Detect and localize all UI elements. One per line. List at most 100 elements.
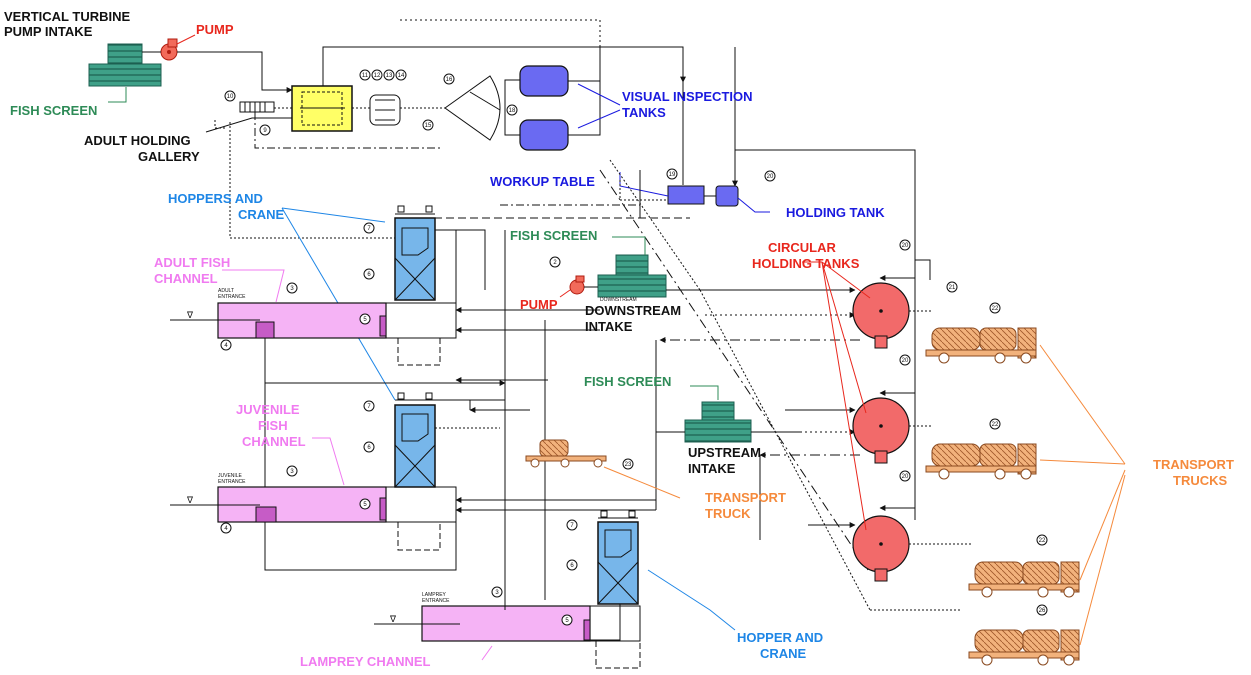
juvenile-hopper bbox=[394, 392, 436, 488]
callout-16: 16 bbox=[446, 77, 453, 83]
callout-20-holding: 20 bbox=[767, 174, 774, 180]
callout-22c: 22 bbox=[1039, 538, 1046, 544]
transport-trucks-label-1: TRANSPORT bbox=[1153, 457, 1234, 472]
callout-18: 18 bbox=[509, 108, 516, 114]
callout-6a: 6 bbox=[367, 272, 371, 278]
callout-numbers: 11 12 13 14 10 9 15 16 18 19 20 7 6 3 5 … bbox=[224, 73, 1046, 624]
callout-20a: 20 bbox=[902, 243, 909, 249]
callout-21: 21 bbox=[949, 285, 956, 291]
callout-7a: 7 bbox=[367, 226, 371, 232]
gallery-leader bbox=[205, 117, 292, 133]
up-fish-screen-label: FISH SCREEN bbox=[584, 374, 672, 389]
juvenile-channel-label-1: JUVENILE bbox=[236, 402, 300, 417]
hopper-crane-label-1: HOPPER AND bbox=[737, 630, 824, 645]
transport-truck-4 bbox=[968, 629, 1080, 666]
callout-5a: 5 bbox=[363, 317, 367, 323]
fish-screen-leader bbox=[108, 87, 127, 103]
top-pump-icon bbox=[160, 38, 178, 61]
callout-12: 12 bbox=[374, 73, 381, 79]
transport-truck-2 bbox=[925, 443, 1037, 480]
lamprey-entrance-2: ENTRANCE bbox=[422, 598, 450, 604]
svg-text:∇: ∇ bbox=[186, 495, 194, 505]
callout-3c: 3 bbox=[495, 590, 499, 596]
adult-channel-label-2: CHANNEL bbox=[154, 271, 218, 286]
visual-inspection-tank-1 bbox=[519, 65, 569, 97]
callout-19: 19 bbox=[669, 172, 676, 178]
hopper-crane-label-2: CRANE bbox=[760, 646, 807, 661]
holding-tank-small bbox=[715, 185, 739, 207]
upstream-label-1: UPSTREAM bbox=[688, 445, 761, 460]
callout-20c: 20 bbox=[902, 474, 909, 480]
circular-tank-2 bbox=[852, 397, 910, 464]
vt-fish-screen bbox=[88, 43, 162, 87]
callout-15: 15 bbox=[425, 123, 432, 129]
lamprey-entrance-1: LAMPREY bbox=[422, 592, 447, 598]
juvenile-entrance-1: JUVENILE bbox=[218, 473, 243, 479]
mid-pump-icon bbox=[569, 275, 585, 295]
callout-3a: 3 bbox=[290, 286, 294, 292]
callout-4b: 4 bbox=[224, 526, 228, 532]
svg-text:∇: ∇ bbox=[186, 310, 194, 320]
callout-13: 13 bbox=[386, 73, 393, 79]
callout-26: 26 bbox=[1039, 608, 1046, 614]
sorter-wedge bbox=[444, 75, 501, 141]
circular-tanks-label-1: CIRCULAR bbox=[768, 240, 836, 255]
holding-tank-label: HOLDING TANK bbox=[786, 205, 885, 220]
adult-fish-channel bbox=[217, 302, 387, 339]
callout-5c: 5 bbox=[565, 618, 569, 624]
callout-2: 2 bbox=[553, 260, 557, 266]
downstream-label-1: DOWNSTREAM bbox=[585, 303, 682, 318]
hoppers-crane-label-2: CRANE bbox=[238, 207, 285, 222]
downstream-small: DOWNSTREAM bbox=[600, 297, 637, 303]
callout-3b: 3 bbox=[290, 469, 294, 475]
transport-trucks-label-2: TRUCKS bbox=[1173, 473, 1228, 488]
callout-20b: 20 bbox=[902, 358, 909, 364]
svg-text:∇: ∇ bbox=[389, 614, 397, 624]
visual-inspection-tank-2 bbox=[519, 119, 569, 151]
juvenile-channel-label-2: FISH bbox=[258, 418, 288, 433]
adult-hopper bbox=[394, 205, 436, 301]
vt-intake-label-2: PUMP INTAKE bbox=[4, 24, 93, 39]
circular-tank-1 bbox=[852, 282, 910, 349]
adult-entrance-2: ENTRANCE bbox=[218, 294, 246, 300]
callout-14: 14 bbox=[398, 73, 405, 79]
top-fish-screen-label: FISH SCREEN bbox=[10, 103, 98, 118]
callout-5b: 5 bbox=[363, 502, 367, 508]
callouts bbox=[220, 69, 1048, 626]
transport-truck-label-1: TRANSPORT bbox=[705, 490, 786, 505]
mid-pump-label: PUMP bbox=[520, 297, 558, 312]
entrance-texts: ADULT ENTRANCE JUVENILE ENTRANCE LAMPREY… bbox=[218, 288, 637, 604]
transport-truck-3 bbox=[968, 561, 1080, 598]
juvenile-entrance-2: ENTRANCE bbox=[218, 479, 246, 485]
callout-9: 9 bbox=[263, 128, 267, 134]
downstream-label-2: INTAKE bbox=[585, 319, 633, 334]
workup-table-label: WORKUP TABLE bbox=[490, 174, 595, 189]
callout-22a: 22 bbox=[992, 306, 999, 312]
vt-intake-label-1: VERTICAL TURBINE bbox=[4, 9, 131, 24]
callout-6c: 6 bbox=[570, 563, 574, 569]
callout-22b: 22 bbox=[992, 422, 999, 428]
adult-entrance-1: ADULT bbox=[218, 288, 234, 294]
transport-truck-label-2: TRUCK bbox=[705, 506, 751, 521]
pump-leader bbox=[176, 34, 196, 45]
adult-holding-label-2: GALLERY bbox=[138, 149, 200, 164]
callout-7b: 7 bbox=[367, 404, 371, 410]
adult-holding-label-1: ADULT HOLDING bbox=[84, 133, 191, 148]
callout-4a: 4 bbox=[224, 343, 228, 349]
upstream-fish-screen bbox=[684, 401, 752, 443]
workup-table bbox=[667, 185, 705, 205]
circular-tanks-label-2: HOLDING TANKS bbox=[752, 256, 860, 271]
visual-inspection-label-1: VISUAL INSPECTION bbox=[622, 89, 753, 104]
callout-11: 11 bbox=[362, 73, 369, 79]
lamprey-channel-label: LAMPREY CHANNEL bbox=[300, 654, 431, 669]
visual-inspection-label-2: TANKS bbox=[622, 105, 666, 120]
callout-10: 10 bbox=[227, 94, 234, 100]
hoppers-crane-label-1: HOPPERS AND bbox=[168, 191, 263, 206]
downstream-fish-screen bbox=[597, 254, 667, 298]
top-pump-label: PUMP bbox=[196, 22, 234, 37]
mid-fish-screen-label: FISH SCREEN bbox=[510, 228, 598, 243]
circular-tank-3 bbox=[852, 515, 910, 582]
transport-truck-1 bbox=[925, 327, 1037, 364]
callout-7c: 7 bbox=[570, 523, 574, 529]
